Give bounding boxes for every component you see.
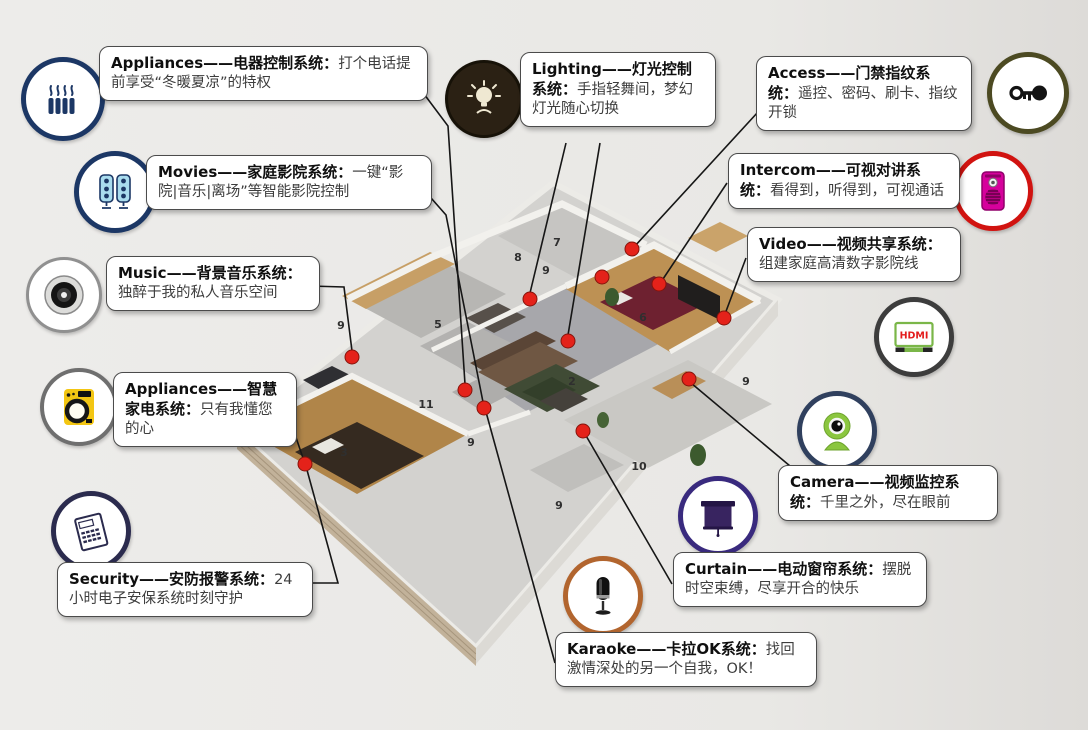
device-marker [624,241,640,257]
device-marker [575,423,591,439]
connector-line [633,111,759,248]
callout-security: Security——安防报警系统：24小时电子安保系统时刻守护 [57,562,313,618]
device-marker [344,349,360,365]
device-marker [560,333,576,349]
callout-text: Movies——家庭影院系统：一键“影院|音乐|离场”等智能影院控制 [158,163,404,201]
callout-text: Curtain——电动窗帘系统：摆脱时空束缚，尽享开合的快乐 [685,560,912,598]
connector-line [423,93,466,385]
device-marker [476,400,492,416]
key-icon [987,52,1069,134]
callout-text: Intercom——可视对讲系统：看得到，听得到，可视通话 [740,161,945,200]
device-marker [297,456,313,472]
callout-karaoke: Karaoke——卡拉OK系统：找回激情深处的另一个自我，OK！ [555,632,817,688]
washing-machine-icon [40,368,118,446]
intercom-panel-icon [953,151,1033,231]
connector-line [529,142,567,294]
alarm-keypad-icon [51,491,131,571]
connector-line [302,469,340,584]
room-number: 2 [568,375,576,388]
room-number: 9 [742,375,750,388]
device-marker [594,269,610,285]
room-number: 9 [542,264,550,277]
callout-access: Access——门禁指纹系统：遥控、密码、刷卡、指纹开锁 [756,56,972,132]
room-number: 6 [639,311,647,324]
room-number: 9 [337,319,345,332]
callout-movies: Movies——家庭影院系统：一键“影院|音乐|离场”等智能影院控制 [146,155,432,211]
callout-curtain: Curtain——电动窗帘系统：摆脱时空束缚，尽享开合的快乐 [673,552,927,608]
device-marker [716,310,732,326]
connector-line [724,257,747,315]
room-number: 7 [553,236,561,249]
room-number: 5 [434,318,442,331]
room-number: 10 [631,460,647,473]
callout-text: Security——安防报警系统：24小时电子安保系统时刻守护 [69,570,293,608]
connector-line [567,142,601,336]
connector-lines [287,93,791,664]
callout-lighting: Lighting——灯光控制系统：手指轻舞间，梦幻灯光随心切换 [520,52,716,128]
room-number: 8 [514,251,522,264]
callout-appliances-smart: Appliances——智慧家电系统：只有我懂您的心 [113,372,297,448]
callout-video: Video——视频共享系统：组建家庭高清数字影院线 [747,227,961,283]
light-bulb-icon [445,60,523,138]
callout-text: Lighting——灯光控制系统：手指轻舞间，梦幻灯光随心切换 [532,60,694,118]
callout-appliances-control: Appliances——电器控制系统：打个电话提前享受“冬暖夏凉”的特权 [99,46,428,102]
connector-line [660,182,728,283]
device-marker [681,371,697,387]
connector-line [690,382,791,467]
connector-line [309,285,353,352]
callout-text: Music——背景音乐系统：独醉于我的私人音乐空间 [118,264,302,302]
device-markers [297,241,732,472]
microphone-icon [563,556,643,636]
callout-text: Video——视频共享系统：组建家庭高清数字影院线 [759,235,942,273]
heater-icon [21,57,105,141]
room-number: 9 [555,499,563,512]
webcam-icon [797,391,877,471]
callout-text: Camera——视频监控系统：千里之外，尽在眼前 [790,473,960,512]
tower-speakers-icon [74,151,156,233]
device-marker [457,382,473,398]
callout-text: Access——门禁指纹系统：遥控、密码、刷卡、指纹开锁 [768,64,958,122]
callout-text: Appliances——电器控制系统：打个电话提前享受“冬暖夏凉”的特权 [111,54,411,92]
roller-screen-icon [678,476,758,556]
svg-text:HDMI: HDMI [900,331,929,342]
connector-line [584,433,673,585]
callout-text: Karaoke——卡拉OK系统：找回激情深处的另一个自我，OK！ [567,640,795,678]
room-number: 3 [340,446,348,459]
loudspeaker-icon [26,257,102,333]
room-number: 9 [467,436,475,449]
hdmi-tv-icon: HDMI [874,297,954,377]
room-numbers: 7 8 9 9 5 6 2 11 9 3 10 9 9 [337,236,750,512]
callout-camera: Camera——视频监控系统：千里之外，尽在眼前 [778,465,998,522]
connector-line [485,411,556,664]
device-marker [651,276,667,292]
callout-music: Music——背景音乐系统：独醉于我的私人音乐空间 [106,256,320,312]
callout-text: Appliances——智慧家电系统：只有我懂您的心 [125,380,278,438]
device-marker [522,291,538,307]
room-number: 11 [418,398,433,411]
callout-intercom: Intercom——可视对讲系统：看得到，听得到，可视通话 [728,153,960,210]
